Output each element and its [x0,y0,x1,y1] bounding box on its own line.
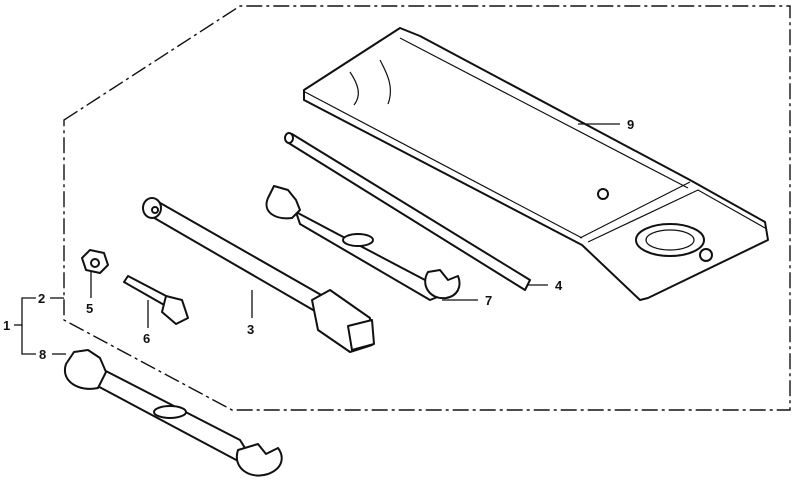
bolt [123,275,189,325]
label-1: 1 [3,318,10,333]
snap-stud [597,188,609,200]
tool-bag [303,27,769,301]
label-5: 5 [86,301,93,316]
snap-button [699,248,713,262]
bag-emblem [635,223,705,257]
spark-plug-wrench [142,197,375,353]
open-end-wrench-7 [265,185,461,301]
extension-bar [284,132,531,291]
label-4: 4 [555,278,563,293]
wrench-emblem [153,405,187,419]
nut [81,249,109,274]
wrench-emblem [342,233,374,247]
label-3: 3 [247,322,254,337]
label-6: 6 [143,331,150,346]
leader-lines [14,123,620,355]
label-9: 9 [627,117,634,132]
kit-boundary-frame [63,5,791,411]
label-2: 2 [38,291,45,306]
label-7: 7 [485,293,492,308]
label-8: 8 [39,347,46,362]
open-end-wrench-8 [63,349,283,477]
